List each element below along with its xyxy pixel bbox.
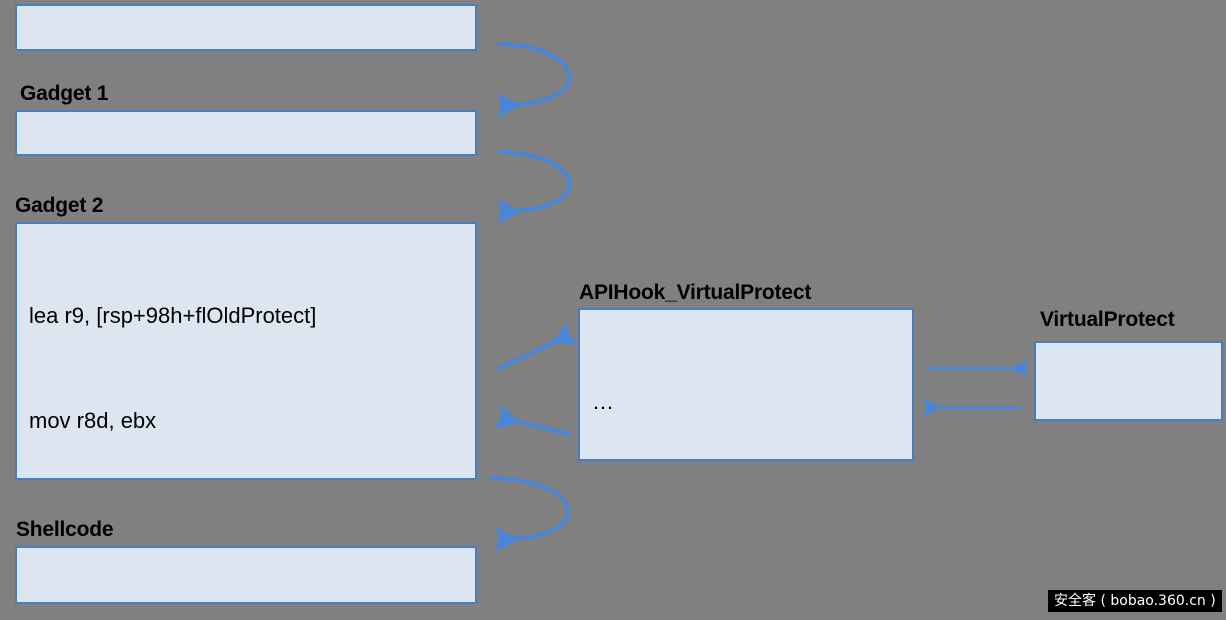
- block-entry: ScriptEngine::ExecutePendingScripts: [15, 4, 477, 51]
- arrow-apihook-to-gadget2: [493, 404, 571, 436]
- code-line: mov r8d, ebx: [29, 408, 157, 433]
- label-virtualprotect: VirtualProtect: [1040, 308, 1175, 331]
- block-gadget2: lea r9, [rsp+98h+flOldProtect] mov r8d, …: [15, 222, 477, 480]
- arrow-gadget2-to-shellcode: [489, 476, 571, 552]
- block-virtualprotect: … retn: [1034, 341, 1223, 421]
- arrow-gadget2-to-apihook: [496, 321, 579, 371]
- block-gadget1: pop rdi; pop rsi; pop rbx; retn: [15, 110, 477, 156]
- block-apihook: … call cs:qword_180019128 … retn: [578, 308, 914, 461]
- label-shellcode: Shellcode: [16, 518, 114, 541]
- code-line: …: [592, 389, 614, 414]
- label-apihook: APIHook_VirtualProtect: [579, 281, 812, 304]
- watermark: 安全客 ( bobao.360.cn ): [1048, 590, 1222, 612]
- code-line: …: [1048, 417, 1209, 419]
- label-gadget1: Gadget 1: [20, 82, 109, 105]
- arrow-gadget1-to-gadget2: [496, 150, 571, 224]
- label-gadget2: Gadget 2: [15, 194, 104, 217]
- block-shellcode: …: [15, 546, 477, 604]
- arrow-entry-to-gadget1: [496, 42, 571, 118]
- code-line: lea r9, [rsp+98h+flOldProtect]: [29, 303, 317, 328]
